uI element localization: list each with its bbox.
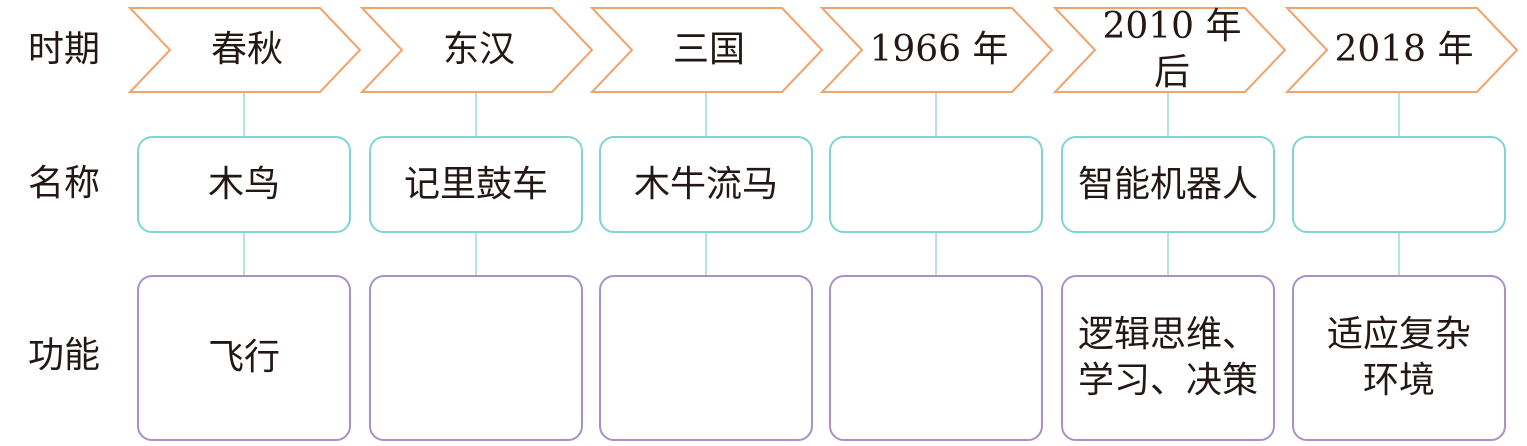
period-label: 东汉	[442, 29, 515, 70]
name-label	[1293, 137, 1505, 232]
function-box	[137, 275, 351, 441]
row-label-name: 名称	[27, 163, 100, 204]
period-arrow	[1284, 7, 1519, 93]
row-label-function: 功能	[27, 335, 100, 376]
name-label: 记里鼓车	[403, 163, 548, 205]
period-label: 春秋	[210, 29, 283, 70]
period-label: 1966 年	[869, 29, 1009, 70]
function-label: 适应复杂 环境	[1326, 314, 1471, 401]
function-label	[600, 276, 812, 440]
name-box	[137, 136, 351, 233]
function-box	[369, 275, 583, 441]
period-arrow	[819, 7, 1054, 93]
period-arrow	[589, 7, 824, 93]
name-box	[599, 136, 813, 233]
name-box	[829, 136, 1043, 233]
row-label-period: 时期	[27, 29, 100, 70]
name-label: 智能机器人	[1077, 163, 1258, 205]
function-label	[370, 276, 582, 440]
function-label: 逻辑思维、 学习、决策	[1077, 314, 1258, 401]
function-box	[1292, 275, 1506, 441]
name-box	[1061, 136, 1275, 233]
name-label: 木牛流马	[633, 163, 778, 205]
period-label: 三国	[672, 29, 745, 70]
period-arrow	[1052, 7, 1287, 93]
name-label: 木鸟	[207, 163, 280, 205]
function-label: 飞行	[207, 337, 280, 378]
period-arrow	[127, 7, 362, 93]
name-box	[1292, 136, 1506, 233]
function-box	[829, 275, 1043, 441]
period-label: 2018 年	[1334, 29, 1474, 70]
function-box	[599, 275, 813, 441]
name-label	[830, 137, 1042, 232]
period-label: 2010 年后	[1102, 6, 1242, 93]
function-label	[830, 276, 1042, 440]
period-arrow	[359, 7, 594, 93]
function-box	[1061, 275, 1275, 441]
name-box	[369, 136, 583, 233]
